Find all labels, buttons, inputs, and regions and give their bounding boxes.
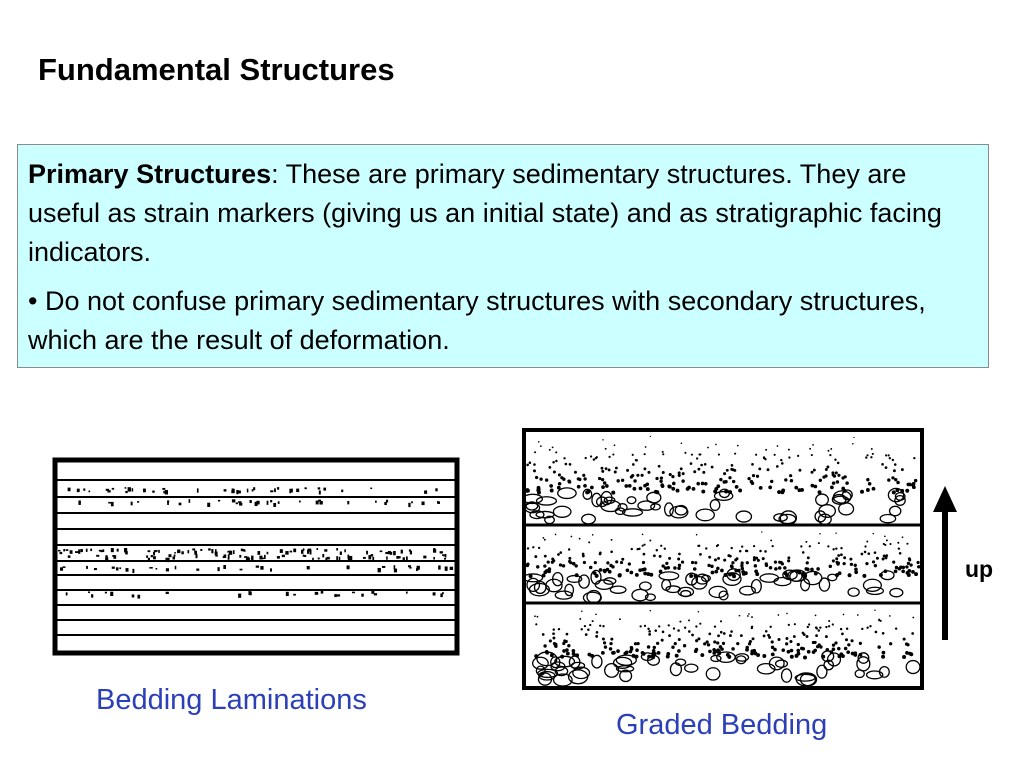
bullet-point: • Do not confuse primary sedimentary str… [28,286,926,355]
caption-bedding-laminations: Bedding Laminations [96,684,367,716]
graded-bedding-figure [522,428,924,690]
up-label: up [965,556,994,582]
caption-graded-bedding: Graded Bedding [616,709,828,741]
slide-title: Fundamental Structures [38,52,395,87]
term-primary-structures: Primary Structures [28,159,272,189]
definition-text: : These are primary sedimentary structur… [28,159,942,267]
up-arrow-icon [933,486,957,640]
bedding-laminations-figure [52,457,460,656]
definition-paragraph: Primary Structures: These are primary se… [28,155,976,272]
definition-box: Primary Structures: These are primary se… [17,144,989,368]
